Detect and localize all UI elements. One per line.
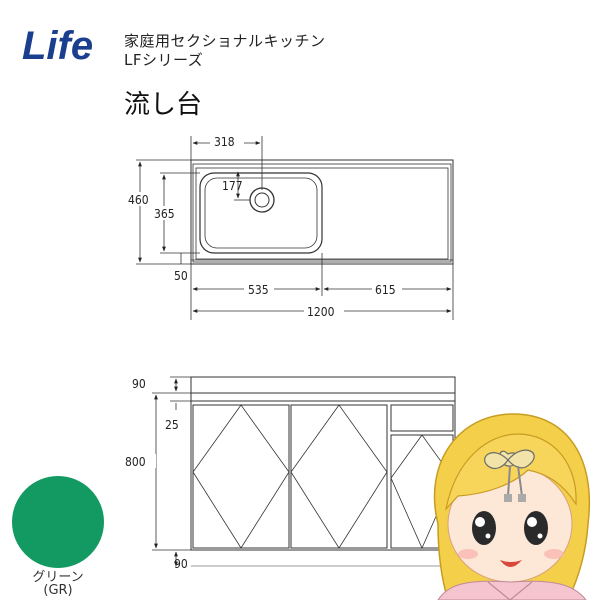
drain-outer: [249, 187, 275, 213]
color-code: (GR): [43, 583, 73, 598]
dim-800: 800: [125, 455, 146, 469]
dim-615: 615: [375, 283, 396, 297]
mascot-character: [433, 413, 591, 600]
product-category: 家庭用セクショナルキッチン: [124, 32, 326, 50]
drain-inner: [254, 192, 270, 208]
sink-bowl-inner: [204, 177, 318, 249]
hair-ornament: [484, 449, 535, 502]
sink-bowl: [199, 172, 323, 254]
color-name: グリーン: [32, 570, 84, 585]
door-center: [290, 404, 388, 549]
countertop: [190, 376, 456, 394]
drawer: [390, 404, 454, 432]
dim-1200: 1200: [307, 305, 335, 319]
page-title: 流し台: [124, 90, 203, 120]
dim-90-top: 90: [132, 377, 146, 391]
dim-365: 365: [154, 207, 175, 221]
dim-50: 50: [174, 269, 188, 283]
dim-25: 25: [165, 418, 179, 432]
life-logo: Life: [22, 24, 93, 66]
door-center-diamond: [290, 404, 388, 549]
kimono: [437, 580, 587, 600]
eye-right: [524, 511, 548, 545]
logo-text: Life: [22, 24, 93, 66]
plan-dim-labels: 318 177 460 365 50 535 615 1200: [126, 134, 402, 319]
door-left: [192, 404, 290, 549]
dim-460: 460: [128, 193, 149, 207]
elevation-view: [190, 376, 456, 567]
product-series: LFシリーズ: [124, 51, 204, 69]
dim-90-plinth: 90: [174, 557, 188, 571]
dim-318: 318: [214, 135, 235, 149]
elevation-dim-labels: 90 25 800 90: [124, 377, 188, 571]
dim-535: 535: [248, 283, 269, 297]
door-left-diamond: [192, 404, 290, 549]
hair-bangs: [444, 433, 577, 511]
mouth: [500, 560, 522, 567]
counter-apron: [190, 392, 456, 402]
color-swatch-green: [12, 476, 104, 568]
eye-left: [472, 511, 496, 545]
plan-view: [190, 159, 454, 265]
elevation-dimensions: [152, 376, 191, 567]
dim-177: 177: [222, 179, 243, 193]
cabinet-body: [190, 400, 456, 551]
